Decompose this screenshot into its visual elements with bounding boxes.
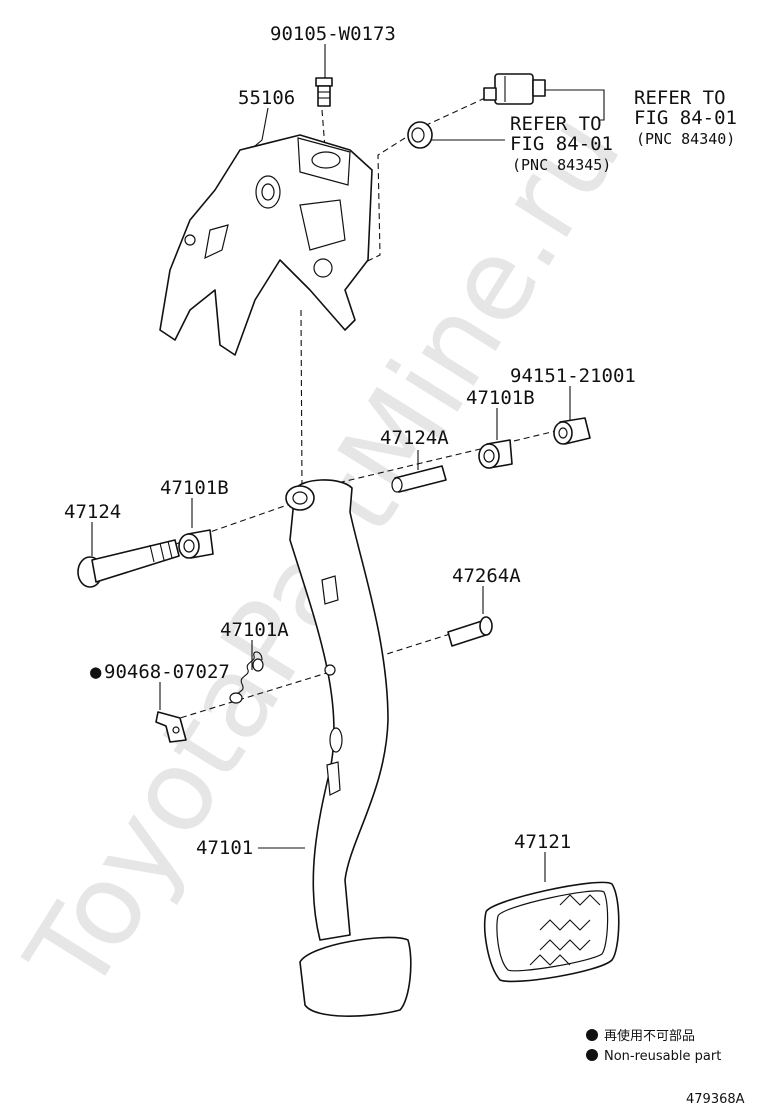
bracket-icon — [159, 134, 373, 356]
label-refer-upper-1: REFER TO — [634, 87, 726, 109]
clip-icon — [155, 711, 187, 743]
label-refer-lower-pnc: (PNC 84345) — [512, 156, 611, 174]
collar-right-icon — [553, 417, 591, 445]
label-bushing-upper: 47101B — [466, 387, 535, 409]
label-pin-sleeve: 47124A — [380, 427, 449, 449]
label-refer-upper-2: FIG 84-01 — [634, 107, 737, 129]
clevis-pin-icon — [447, 616, 493, 647]
label-collar-right: 94151-21001 — [510, 365, 636, 387]
grommet-icon — [407, 121, 433, 149]
leader-lines — [91, 44, 605, 882]
label-clip-marker: ● — [90, 661, 102, 683]
legend-bullet-1 — [586, 1029, 598, 1041]
pedal-arm-icon — [285, 479, 412, 1017]
bolt-top-icon — [315, 77, 333, 107]
label-pivot-bolt: 47124 — [64, 501, 121, 523]
bushing-left-icon — [178, 529, 214, 559]
stop-lamp-switch-icon — [483, 73, 546, 105]
figure-id: 479368A — [686, 1092, 745, 1107]
label-bushing-left: 47101B — [160, 477, 229, 499]
return-spring-icon — [229, 651, 264, 704]
label-refer-lower-1: REFER TO — [510, 113, 602, 135]
label-refer-lower-2: FIG 84-01 — [510, 133, 613, 155]
pivot-bolt-icon — [77, 539, 180, 588]
label-pedal-arm: 47101 — [196, 837, 253, 859]
label-clevis-pin: 47264A — [452, 565, 521, 587]
label-clip: 90468-07027 — [104, 661, 230, 683]
pedal-pad-icon — [483, 881, 620, 983]
pin-sleeve-icon — [391, 465, 447, 493]
label-bolt-top: 90105-W0173 — [270, 23, 396, 45]
label-bracket: 55106 — [238, 87, 295, 109]
bushing-upper-icon — [478, 439, 513, 469]
legend-item-en: Non-reusable part — [604, 1049, 721, 1064]
legend: 再使用不可部品 Non-reusable part — [586, 1028, 721, 1064]
label-refer-upper-pnc: (PNC 84340) — [636, 130, 735, 148]
label-pedal-pad: 47121 — [514, 831, 571, 853]
label-spring: 47101A — [220, 619, 289, 641]
legend-item-jp: 再使用不可部品 — [604, 1028, 695, 1044]
legend-bullet-2 — [586, 1049, 598, 1061]
